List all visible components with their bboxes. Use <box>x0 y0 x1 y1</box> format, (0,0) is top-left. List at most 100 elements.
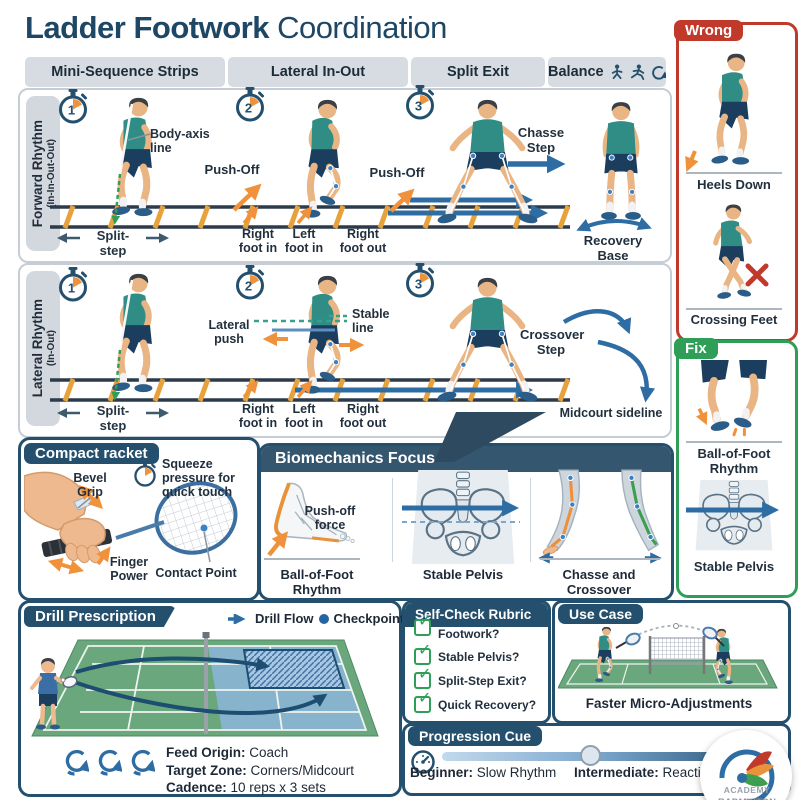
forward-rhythm-side-label: Forward Rhythm (In-In-Out-Out) <box>26 96 60 251</box>
header-bar: Mini-Sequence Strips Lateral In-Out Spli… <box>25 57 667 87</box>
intermediate-label: Intermediate: <box>574 765 659 780</box>
cycle-icon <box>62 749 89 776</box>
legend-checkpoint-label: Checkpoint <box>333 611 405 626</box>
cycle-icon <box>128 749 155 776</box>
cadence-label: Cadence: <box>166 780 227 796</box>
check-icon: ✓ <box>418 612 432 630</box>
push-off-label-1: Push-Off <box>204 162 260 177</box>
legend-flow-label: Drill Flow <box>255 611 314 626</box>
split-step-left-arrow <box>57 408 80 418</box>
rubric-item: ✓Split-Step Exit? <box>414 666 539 689</box>
biomech-caption-3: Chasse and Crossover <box>562 567 636 597</box>
checkbox-icon: ✓ <box>414 690 431 713</box>
push-off-arrow-2 <box>389 188 415 213</box>
drill-legend: Drill Flow Checkpoint <box>226 611 404 626</box>
ground-line <box>264 558 360 560</box>
feed-origin-line: Feed Origin: Coach <box>166 744 354 762</box>
svg-text:3: 3 <box>415 277 422 292</box>
lunge-icon <box>630 64 645 80</box>
page-title: Ladder Footwork Coordination <box>25 10 447 46</box>
tab-mini-sequence-strips: Mini-Sequence Strips <box>25 57 225 87</box>
finger-power-label: Finger Power <box>109 555 149 583</box>
gauge-icon <box>411 750 435 774</box>
brand-logo: ACADEMY BADMINTON <box>700 730 792 800</box>
contact-point-label: Contact Point <box>155 566 237 580</box>
right-foot-in-label: Right foot in <box>238 227 278 255</box>
self-check-panel: Self-Check Rubric ✓Rhythmic Footwork? ✓S… <box>402 600 551 724</box>
progression-tag: Progression Cue <box>408 726 543 746</box>
squeeze-label: Squeeze pressure for quick touch <box>162 457 235 499</box>
foot-in-arrow <box>296 380 313 399</box>
chasse-step-label: Chasse Step <box>517 125 565 155</box>
rubric-item: ✓ Stable Pelvis? <box>414 642 539 665</box>
side-label-sub: (In-Out) <box>45 330 57 367</box>
ground-line <box>686 308 782 310</box>
rubric-item-label: Stable Pelvis? <box>438 649 520 664</box>
target-zone-label: Target Zone: <box>166 762 247 778</box>
lateral-push-left-arrow <box>262 332 288 346</box>
check-icon: ✓ <box>418 642 432 659</box>
tab-lateral-in-out: Lateral In-Out <box>228 57 408 87</box>
crossing-feet-figure <box>692 203 764 307</box>
side-label-title: Lateral Rhythm <box>29 299 45 398</box>
beginner-label-line: Beginner: Slow Rhythm <box>410 765 556 780</box>
rally-illustration <box>558 623 778 689</box>
compact-racket-tag: Compact racket <box>24 443 159 464</box>
right-foot-out-label: Right foot out <box>339 402 387 430</box>
split-step-label: Split-step <box>96 228 130 258</box>
foot-in-arrow <box>242 206 259 225</box>
check-icon: ✓ <box>418 690 432 707</box>
lateral-rhythm-strip <box>18 263 672 438</box>
rubric-list: ✓Rhythmic Footwork? ✓Stable Pelvis? ✓Spl… <box>405 603 548 713</box>
leader-line <box>77 497 91 509</box>
left-foot-in-label: Left foot in <box>284 402 324 430</box>
runner-icon <box>611 64 623 80</box>
tab-split-exit: Split Exit <box>411 57 545 87</box>
push-off-arrow-1 <box>232 183 262 212</box>
leader-line <box>128 133 151 141</box>
court-illustration <box>30 632 379 737</box>
flow-arrow-icon <box>228 613 246 624</box>
brand-logo-graphic: ACADEMY BADMINTON <box>718 749 776 800</box>
ladder-flow-arrow <box>295 381 534 399</box>
wrong-caption-2: Crossing Feet <box>690 312 778 327</box>
ball-of-foot-figure <box>688 360 780 440</box>
fix-caption-1: Ball-of-Foot Rhythm <box>697 446 771 476</box>
fix-caption-2: Stable Pelvis <box>693 559 775 574</box>
heels-down-figure <box>692 52 768 172</box>
stable-line-dash <box>329 314 350 318</box>
left-foot-in-label: Left foot in <box>284 227 324 255</box>
tab-label: Lateral In-Out <box>270 64 366 80</box>
ground-line <box>686 441 782 443</box>
balance-label: Balance <box>548 64 604 80</box>
rubric-item-label: Quick Recovery? <box>438 697 537 712</box>
cycle-icon <box>95 749 122 776</box>
page-title-regular: Coordination <box>268 10 447 45</box>
target-zone-value: Corners/Midcourt <box>246 762 355 778</box>
divider <box>530 478 531 562</box>
hip-stable-dashed-line <box>254 319 347 323</box>
recovery-base-label: Recovery Base <box>583 233 643 263</box>
svg-text:2: 2 <box>245 101 252 116</box>
split-step-right-arrow <box>146 408 169 418</box>
drill-info: Feed Origin: Coach Target Zone: Corners/… <box>166 744 354 797</box>
svg-text:1: 1 <box>68 281 75 296</box>
foot-in-arrow <box>296 206 313 225</box>
svg-text:1: 1 <box>68 103 75 118</box>
stopwatch-3-icon: 3 <box>403 262 437 300</box>
biomech-caption-2: Stable Pelvis <box>422 567 504 582</box>
athlete-foot-in <box>278 98 358 226</box>
fix-tag: Fix <box>674 338 718 359</box>
crossover-curved-arrows <box>562 309 656 403</box>
logo-line1: ACADEMY <box>724 785 770 795</box>
feed-origin-label: Feed Origin: <box>166 745 246 760</box>
tab-label: Mini-Sequence Strips <box>51 64 199 80</box>
split-step-label: Split-step <box>96 403 130 433</box>
stopwatch-1-icon: 1 <box>56 266 90 304</box>
pelvis-arrow-icon <box>686 501 780 519</box>
wrong-caption-1: Heels Down <box>697 177 771 192</box>
divider <box>392 478 393 562</box>
progression-slider-handle <box>580 745 601 766</box>
right-foot-out-label: Right foot out <box>339 227 387 255</box>
